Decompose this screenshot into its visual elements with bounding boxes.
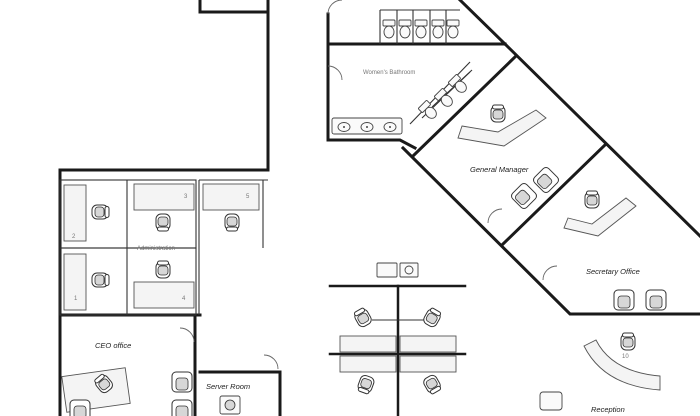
- reception-furniture: [583, 332, 661, 391]
- doors: [179, 0, 558, 370]
- room-label-server-room: Server Room: [206, 382, 250, 391]
- room-label-administration: Administration: [137, 246, 175, 252]
- room-label-ceo-office: CEO office: [95, 341, 131, 350]
- ceo-furniture: [61, 367, 241, 416]
- room-label-reception: Reception: [591, 405, 625, 414]
- workstation-number-4: 4: [182, 296, 186, 302]
- workstation-number-10: 10: [622, 354, 629, 360]
- room-label-womens-bathroom: Women's Bathroom: [363, 70, 415, 76]
- workstation-number-3: 3: [184, 194, 188, 200]
- bathroom-fixtures: [331, 19, 470, 135]
- workstation-number-1: 1: [74, 296, 78, 302]
- room-label-general-manager: General Manager: [470, 165, 529, 174]
- open-office-furniture: [339, 262, 563, 411]
- walls: [58, 0, 700, 416]
- admin-furniture: [63, 183, 260, 311]
- workstation-number-5: 5: [246, 194, 250, 200]
- room-label-secretary-office: Secretary Office: [586, 267, 640, 276]
- workstation-number-2: 2: [72, 234, 76, 240]
- manager-furniture: [457, 104, 667, 311]
